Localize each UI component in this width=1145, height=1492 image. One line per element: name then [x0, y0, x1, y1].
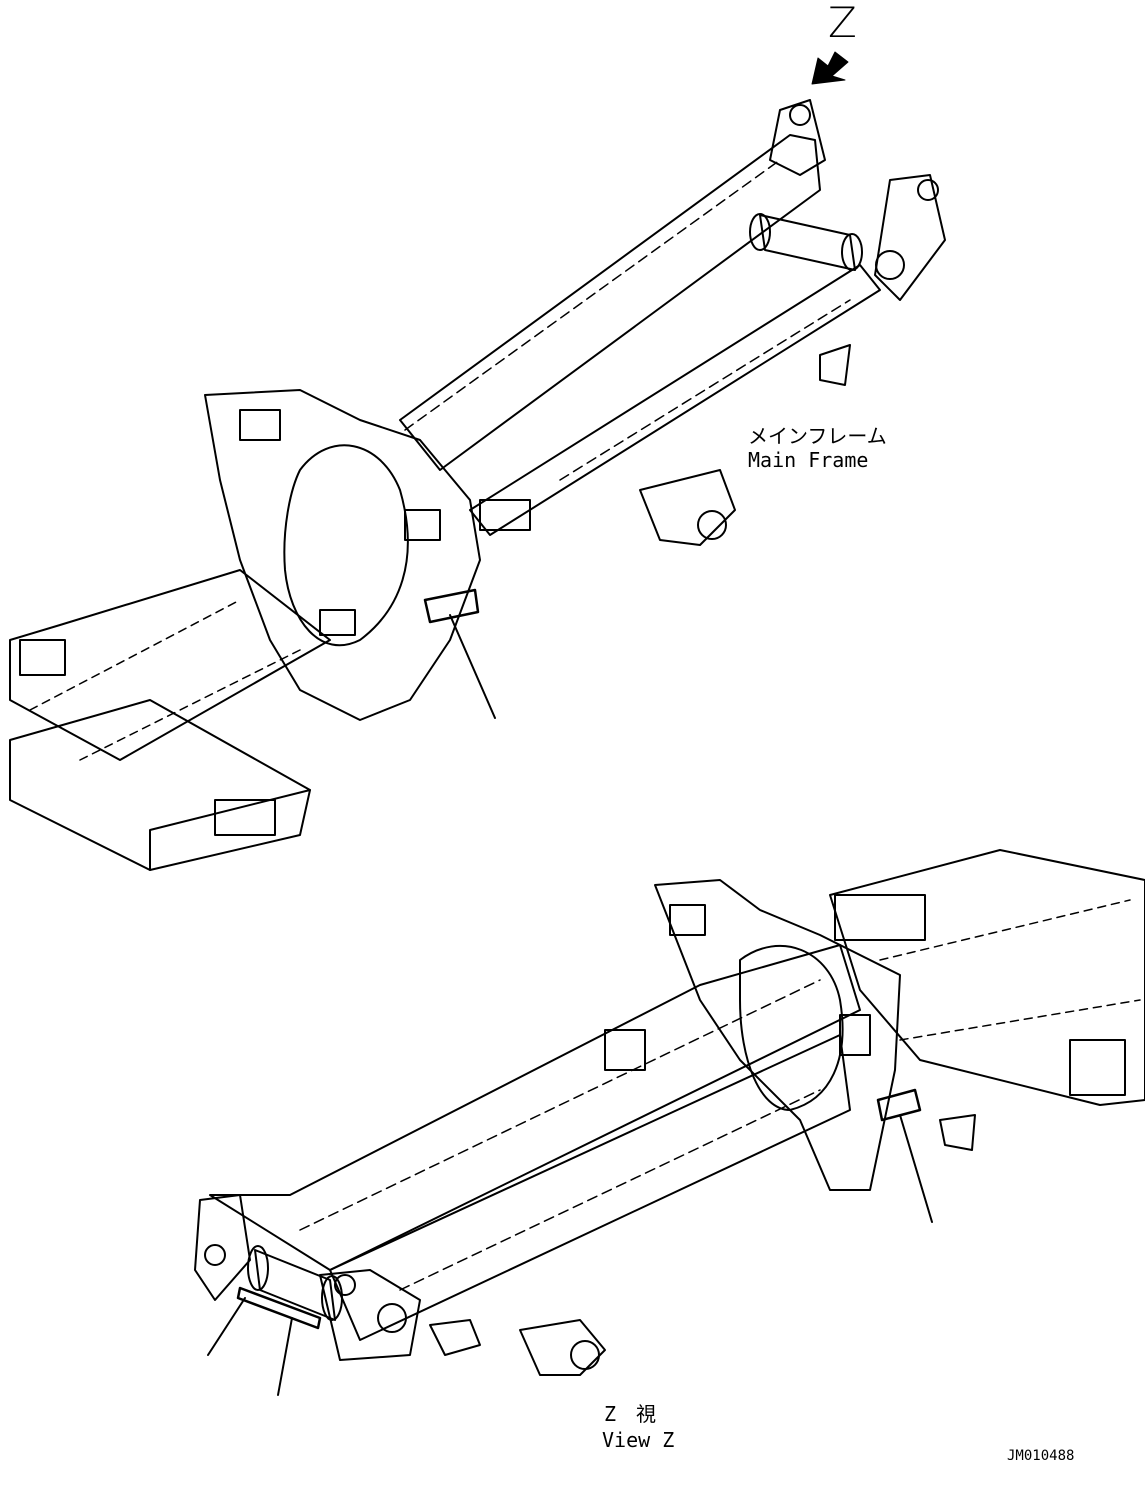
view-z-label-en: View Z — [602, 1428, 675, 1452]
main-frame-top-drawing — [9, 99, 946, 871]
arrow-down-left-icon — [811, 51, 849, 85]
main-frame-label-jp: メインフレーム — [748, 424, 887, 448]
view-letter: Z — [828, 0, 857, 47]
view-z-label-jp: Z 視 — [604, 1402, 657, 1426]
drawing-number: JM010488 — [1007, 1448, 1075, 1464]
main-frame-view-z-drawing — [194, 849, 1145, 1396]
main-frame-label-en: Main Frame — [748, 448, 869, 472]
